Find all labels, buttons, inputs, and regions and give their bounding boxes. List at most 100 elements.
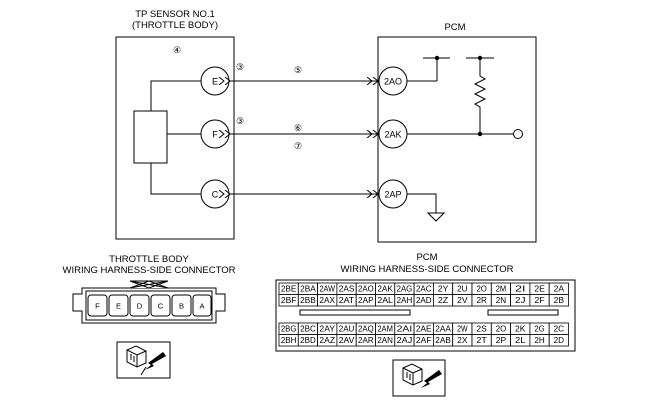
pcm-cavity-label: 2AF bbox=[416, 336, 432, 345]
pcm-cavity-label: 2AL bbox=[377, 296, 393, 305]
pcm-cavity-label: 2S bbox=[476, 325, 487, 334]
pcm-cavity-label: 2AY bbox=[319, 325, 335, 334]
pcm-cavity-label: 2BD bbox=[300, 336, 316, 345]
svg-text:E: E bbox=[116, 302, 121, 311]
svg-text:F: F bbox=[212, 130, 218, 140]
svg-text:2AO: 2AO bbox=[384, 77, 402, 87]
pcm-cavity-label: 2Z bbox=[438, 296, 448, 305]
wire-marker-7: ⑦ bbox=[294, 141, 302, 151]
pcm-cavity-label: 2AO bbox=[358, 285, 374, 294]
pcm-cavity-label: 2Y bbox=[438, 285, 449, 294]
throttle-cavity-a: A bbox=[192, 294, 212, 317]
pcm-cavity-label: 2BA bbox=[300, 285, 316, 294]
pcm-cavity-label: 2AZ bbox=[319, 336, 335, 345]
pcm-cavity-label: 2AB bbox=[435, 336, 451, 345]
pcm-junction-2 bbox=[477, 55, 483, 61]
pcm-cavity-label: 2BB bbox=[300, 296, 316, 305]
pcm-cavity-label: 2AU bbox=[339, 325, 355, 334]
pcm-cavity-label: 2C bbox=[554, 325, 564, 334]
svg-text:A: A bbox=[199, 302, 205, 311]
tp-sensor-marker: ④ bbox=[173, 45, 181, 55]
pcm-cavity-label: 2AP bbox=[358, 296, 374, 305]
pcm-cavity-label: 2R bbox=[476, 296, 486, 305]
pcm-box bbox=[377, 36, 537, 243]
throttle-connector-title: THROTTLE BODY bbox=[109, 254, 189, 265]
pcm-cavity-label: 2BF bbox=[281, 296, 297, 305]
svg-text:E: E bbox=[212, 77, 218, 87]
throttle-cavity-e: E bbox=[108, 294, 129, 317]
pcm-cavity-label: 2BG bbox=[281, 325, 297, 334]
pcm-cavity-label: 2AM bbox=[377, 325, 393, 334]
svg-text:F: F bbox=[95, 302, 100, 311]
tp-sensor-box bbox=[115, 36, 235, 240]
pcm-pin-2ak: 2AK bbox=[378, 119, 408, 149]
pcm-title: PCM bbox=[444, 22, 465, 33]
throttle-connector-subtitle: WIRING HARNESS-SIDE CONNECTOR bbox=[63, 265, 236, 276]
wire-marker-6: ⑥ bbox=[294, 123, 302, 133]
pcm-lock-slot bbox=[487, 309, 559, 316]
pcm-cavity-label: 2AH bbox=[397, 296, 413, 305]
pcm-junction-1 bbox=[434, 55, 440, 61]
svg-text:2AP: 2AP bbox=[384, 190, 401, 200]
pcm-cavity-label: 2AW bbox=[319, 285, 335, 294]
pcm-cavity-label: 2P bbox=[496, 336, 507, 345]
tp-pin-c: C bbox=[200, 179, 230, 209]
pcm-cavity-label: 2I bbox=[515, 285, 525, 294]
connector-view-icon bbox=[392, 359, 446, 397]
pcm-cavity-label: 2AG bbox=[397, 285, 413, 294]
pcm-cavity-label: 2X bbox=[457, 336, 468, 345]
pcm-cavity-label: 2M bbox=[496, 285, 507, 294]
pcm-connector-subtitle: WIRING HARNESS-SIDE CONNECTOR bbox=[341, 264, 514, 275]
pcm-cavity-label: 2AN bbox=[377, 336, 393, 345]
pcm-lock-slot bbox=[299, 309, 411, 316]
pcm-cavity-label: 2AS bbox=[339, 285, 355, 294]
pcm-cavity-label: 2AJ bbox=[397, 336, 413, 345]
pcm-cavity-label: 2AQ bbox=[358, 325, 374, 334]
pcm-cavity-label: 2V bbox=[457, 296, 468, 305]
pcm-cavity-label: 2AR bbox=[358, 336, 374, 345]
tp-pin-f: F bbox=[200, 119, 230, 149]
pcm-cavity-label: 2E bbox=[534, 285, 545, 294]
pcm-cavity-label: 2AC bbox=[416, 285, 432, 294]
pcm-cavity-label: 2AX bbox=[319, 296, 335, 305]
pcm-cavity-label: 2AA bbox=[435, 325, 451, 334]
pcm-cavity-label: 2AV bbox=[339, 336, 355, 345]
svg-text:C: C bbox=[212, 190, 219, 200]
throttle-cavity-f: F bbox=[87, 294, 108, 317]
connector-view-icon bbox=[116, 341, 171, 379]
tp-pin-e-marker: ③ bbox=[236, 62, 244, 72]
pcm-cavity-label: 2AT bbox=[339, 296, 355, 305]
throttle-cavity-c: C bbox=[150, 294, 171, 317]
pcm-cavity-label: 2D bbox=[554, 336, 564, 345]
pcm-cavity-label: 2AK bbox=[377, 285, 393, 294]
pcm-junction-3 bbox=[477, 131, 483, 137]
pcm-connector-title: PCM bbox=[416, 252, 437, 263]
pcm-pin-2ap: 2AP bbox=[378, 179, 408, 209]
svg-text:C: C bbox=[158, 302, 164, 311]
svg-text:2AK: 2AK bbox=[384, 130, 401, 140]
pcm-cavity-label: 2BC bbox=[300, 325, 316, 334]
signal-terminal bbox=[513, 129, 523, 139]
pcm-cavity-label: 2BH bbox=[281, 336, 297, 345]
pcm-pin-2ao: 2AO bbox=[378, 66, 408, 96]
tp-sensor-title: TP SENSOR NO.1 bbox=[135, 9, 215, 20]
pcm-cavity-label: 2T bbox=[476, 336, 486, 345]
pcm-cavity-label: 2AE bbox=[416, 325, 432, 334]
pcm-cavity-label: 2AD bbox=[416, 296, 432, 305]
pcm-cavity-label: 2L bbox=[515, 336, 526, 345]
tp-pin-f-marker: ③ bbox=[236, 116, 244, 126]
pcm-cavity-label: 2O bbox=[476, 285, 486, 294]
pcm-cavity-label: 2BE bbox=[281, 285, 297, 294]
pcm-cavity-label: 2O bbox=[496, 325, 506, 334]
pcm-cavity bbox=[548, 334, 569, 347]
pcm-cavity-label: 2W bbox=[457, 325, 468, 334]
pcm-cavity-label: 2U bbox=[457, 285, 467, 294]
pcm-cavity-label: 2N bbox=[496, 296, 506, 305]
ground-symbol bbox=[407, 193, 446, 222]
pcm-pullup-resistor bbox=[466, 57, 494, 134]
tp-pin-e: E bbox=[200, 66, 230, 96]
pcm-cavity bbox=[548, 294, 569, 307]
pcm-cavity-label: 2B bbox=[554, 296, 565, 305]
